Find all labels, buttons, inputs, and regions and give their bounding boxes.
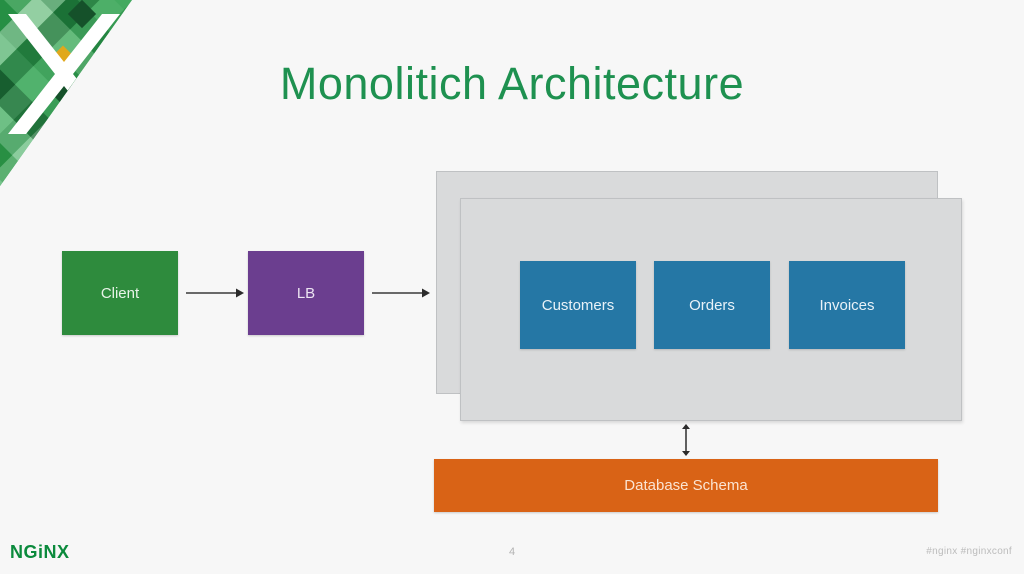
module-label: Customers — [541, 296, 615, 314]
arrow-monolith-to-database-icon — [682, 424, 690, 456]
module-orders[interactable]: Orders — [654, 261, 770, 349]
footer-hashtags: #nginx #nginxconf — [926, 546, 1012, 557]
arrow-client-to-lb-icon — [186, 288, 244, 298]
node-client[interactable]: Client — [62, 251, 178, 335]
node-label: LB — [296, 284, 316, 302]
slide-footer: NGiNX 4 #nginx #nginxconf — [0, 534, 1024, 574]
page-title: Monolitich Architecture — [279, 58, 745, 109]
node-database-schema[interactable]: Database Schema — [434, 459, 938, 512]
module-label: Orders — [689, 296, 735, 314]
node-load-balancer[interactable]: LB — [248, 251, 364, 335]
node-label: Client — [100, 284, 140, 302]
module-label: Invoices — [819, 296, 875, 314]
module-customers[interactable]: Customers — [520, 261, 636, 349]
nginx-wordmark: NGiNX — [10, 542, 70, 562]
page-number: 4 — [508, 546, 516, 558]
module-invoices[interactable]: Invoices — [789, 261, 905, 349]
arrow-lb-to-monolith-icon — [372, 288, 430, 298]
node-label: Database Schema — [624, 477, 748, 494]
